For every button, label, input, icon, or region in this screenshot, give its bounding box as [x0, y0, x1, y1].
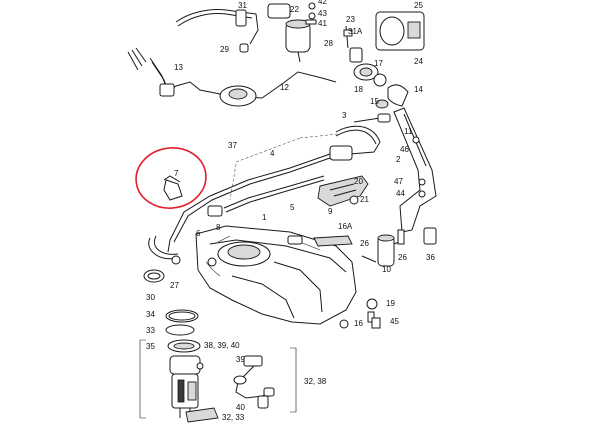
label-13: 13: [174, 63, 183, 72]
part-labels: 1 2 3 4 5 6 7 8 9 10 11 12 13 14 15 16 1…: [146, 0, 435, 422]
label-3: 3: [342, 111, 347, 120]
label-25: 25: [414, 1, 423, 10]
label-34: 34: [146, 310, 155, 319]
label-4: 4: [270, 149, 275, 158]
label-35: 35: [146, 342, 155, 351]
label-41: 41: [318, 19, 327, 28]
return-line: [207, 175, 325, 217]
bracket: [317, 175, 369, 207]
label-39: 39: [236, 355, 245, 364]
label-37: 37: [228, 141, 237, 150]
label-26b: 26: [398, 253, 407, 262]
label-15: 15: [370, 97, 379, 106]
label-32-33: 32, 33: [222, 413, 245, 422]
label-6: 6: [196, 229, 201, 238]
label-31: 31: [238, 1, 247, 10]
label-19: 19: [386, 299, 395, 308]
label-11: 11: [404, 127, 413, 136]
label-21: 21: [360, 195, 369, 204]
label-14: 14: [414, 85, 423, 94]
label-38-39-40: 38, 39, 40: [204, 341, 240, 350]
filler-tube: [353, 107, 437, 233]
label-10: 10: [382, 265, 391, 274]
label-44: 44: [396, 189, 405, 198]
vent-line-top: [175, 3, 291, 53]
label-17: 17: [374, 59, 383, 68]
fuel-pump-assembly: [139, 339, 219, 423]
label-47: 47: [394, 177, 403, 186]
fuel-filter: [285, 19, 311, 63]
label-24: 24: [414, 57, 423, 66]
label-22: 22: [290, 5, 299, 14]
label-45: 45: [390, 317, 399, 326]
label-32-38: 32, 38: [304, 377, 327, 386]
label-2: 2: [396, 155, 401, 164]
sealing-rings: [165, 309, 201, 353]
label-8: 8: [216, 223, 221, 232]
label-33: 33: [146, 326, 155, 335]
label-23: 23: [346, 15, 355, 24]
label-26: 26: [360, 239, 369, 248]
label-30: 30: [146, 293, 155, 302]
label-16: 16: [354, 319, 363, 328]
fasteners: [339, 298, 381, 329]
label-29: 29: [220, 45, 229, 54]
label-5: 5: [290, 203, 295, 212]
label-46: 46: [400, 145, 409, 154]
label-36: 36: [426, 253, 435, 262]
level-sender: [233, 347, 297, 413]
label-40: 40: [236, 403, 245, 412]
label-31a: 31A: [348, 27, 363, 36]
label-9: 9: [328, 207, 333, 216]
filler-neck-parts: [305, 2, 425, 109]
label-18: 18: [354, 85, 363, 94]
foam-pad: [313, 235, 353, 247]
right-fittings: [361, 227, 437, 267]
fuel-line-upper: [127, 47, 337, 107]
label-20: 20: [354, 177, 363, 186]
label-7: 7: [174, 169, 179, 178]
left-hose-clamp: [143, 235, 181, 283]
label-43: 43: [318, 9, 327, 18]
highlighted-part-7: [135, 147, 207, 209]
label-42: 42: [318, 0, 327, 6]
label-12: 12: [280, 83, 289, 92]
label-27: 27: [170, 281, 179, 290]
label-16a: 16A: [338, 222, 353, 231]
fuel-tank: [195, 225, 357, 325]
label-28: 28: [324, 39, 333, 48]
label-1: 1: [262, 213, 267, 222]
breather-line: [167, 125, 381, 253]
